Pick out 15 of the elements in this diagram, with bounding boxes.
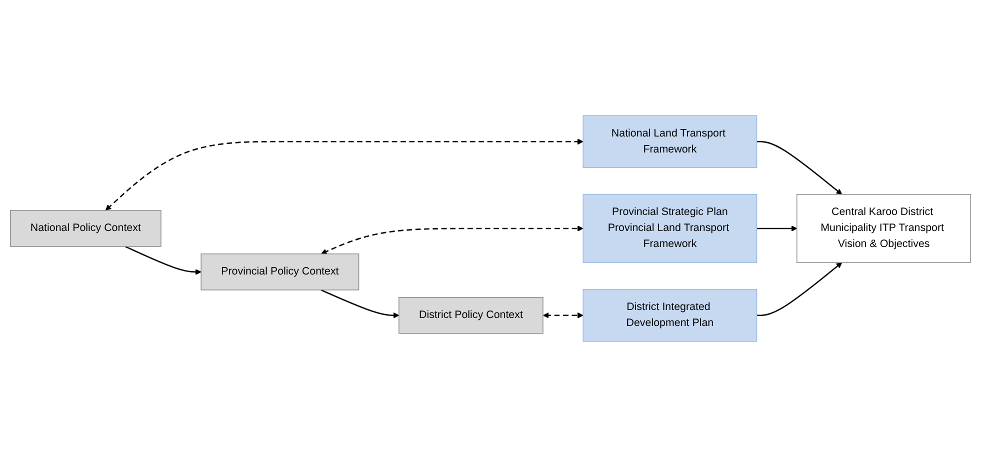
arrow	[543, 312, 584, 318]
node-box: Provincial Policy Context	[200, 254, 360, 290]
node-box: District Policy Context	[398, 297, 544, 334]
arrow	[321, 226, 584, 254]
node-box: Central Karoo District Municipality ITP Transport Vision & Objectives	[796, 194, 971, 263]
node-box: District Integrated Development Plan	[582, 288, 758, 342]
node-box: Provincial Strategic Plan Provincial Land Transport Framework	[582, 194, 758, 263]
node-box: National Land Transport Framework	[582, 115, 758, 168]
arrow	[756, 226, 798, 232]
arrow	[756, 262, 842, 316]
arrow	[105, 138, 584, 211]
arrow	[320, 289, 400, 318]
arrow	[125, 246, 202, 275]
arrow	[756, 140, 842, 195]
node-box: National Policy Context	[10, 210, 162, 247]
